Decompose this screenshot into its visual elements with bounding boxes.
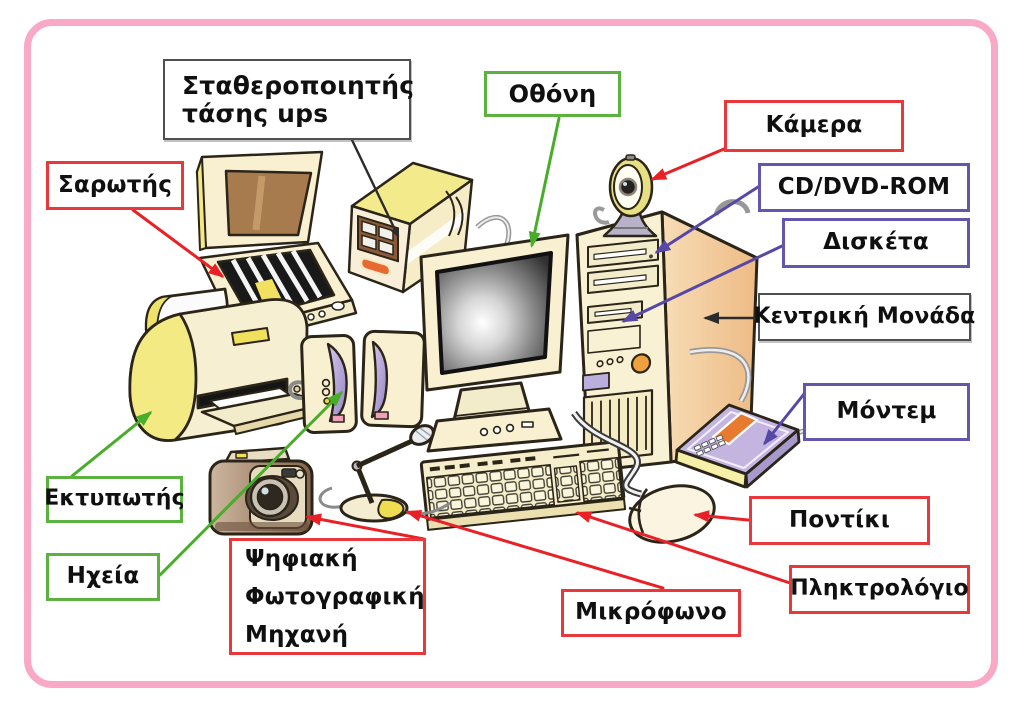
label-keyboard-text: Πληκτρολόγιο bbox=[790, 576, 969, 602]
mouse-illustration bbox=[571, 410, 716, 544]
arrow-modem bbox=[763, 392, 806, 446]
label-printer: Εκτυπωτής bbox=[44, 476, 185, 523]
arrow-scanner bbox=[131, 208, 225, 278]
arrow-mouse bbox=[693, 510, 750, 523]
label-floppy: Δισκέτα bbox=[782, 218, 970, 268]
label-camera: Κάμερα bbox=[724, 100, 904, 152]
label-monitor-text: Οθόνη bbox=[508, 79, 597, 108]
label-ups-line1: Σταθεροποιητής bbox=[182, 71, 415, 100]
label-speakers: Ηχεία bbox=[46, 553, 160, 601]
label-camera-text: Κάμερα bbox=[765, 112, 863, 139]
label-mic: Μικρόφωνο bbox=[561, 589, 741, 637]
label-cdrom-text: CD/DVD-ROM bbox=[777, 173, 951, 200]
label-floppy-text: Δισκέτα bbox=[823, 229, 929, 256]
arrow-monitor bbox=[528, 116, 561, 248]
keyboard-illustration bbox=[419, 440, 627, 531]
label-digicam-line3: Μηχανή bbox=[245, 621, 349, 648]
label-mic-text: Μικρόφωνο bbox=[575, 599, 727, 626]
label-digicam: Ψηφιακή Φωτογραφική Μηχανή bbox=[229, 538, 426, 655]
label-speakers-text: Ηχεία bbox=[66, 563, 140, 590]
arrow-floppy bbox=[621, 244, 784, 323]
label-digicam-line1: Ψηφιακή bbox=[245, 545, 358, 572]
label-ups: Σταθεροποιητής τάσης ups bbox=[163, 59, 415, 140]
arrow-cdrom bbox=[654, 185, 760, 254]
label-tower-text: Κεντρική Μονάδα bbox=[753, 303, 976, 329]
arrow-camera bbox=[650, 147, 726, 181]
label-mouse-text: Ποντίκι bbox=[788, 506, 891, 533]
arrow-digicam bbox=[305, 513, 426, 541]
printer-illustration bbox=[128, 287, 329, 442]
label-scanner-text: Σαρωτής bbox=[57, 171, 173, 198]
arrow-layer bbox=[70, 116, 806, 590]
arrow-speakers bbox=[158, 390, 344, 577]
label-modem: Μόντεμ bbox=[803, 383, 970, 441]
monitor-illustration bbox=[419, 233, 570, 453]
label-scanner: Σαρωτής bbox=[46, 161, 184, 210]
label-printer-text: Εκτυπωτής bbox=[44, 486, 185, 512]
label-cdrom: CD/DVD-ROM bbox=[758, 163, 970, 212]
digital-camera-illustration bbox=[208, 446, 314, 536]
pink-frame-border bbox=[24, 19, 998, 688]
webcam-illustration bbox=[593, 154, 658, 238]
label-keyboard: Πληκτρολόγιο bbox=[789, 565, 970, 614]
label-tower: Κεντρική Μονάδα bbox=[754, 293, 975, 341]
arrow-mic bbox=[405, 509, 665, 590]
label-monitor: Οθόνη bbox=[484, 71, 621, 117]
arrow-keyboard bbox=[575, 511, 792, 585]
label-digicam-line2: Φωτογραφική bbox=[245, 583, 425, 610]
arrow-printer bbox=[70, 411, 153, 478]
label-modem-text: Μόντεμ bbox=[836, 398, 937, 425]
speakers-illustration bbox=[288, 329, 426, 435]
label-mouse: Ποντίκι bbox=[749, 496, 930, 545]
arrow-ups bbox=[350, 138, 400, 238]
label-ups-line2: τάσης ups bbox=[182, 98, 329, 128]
